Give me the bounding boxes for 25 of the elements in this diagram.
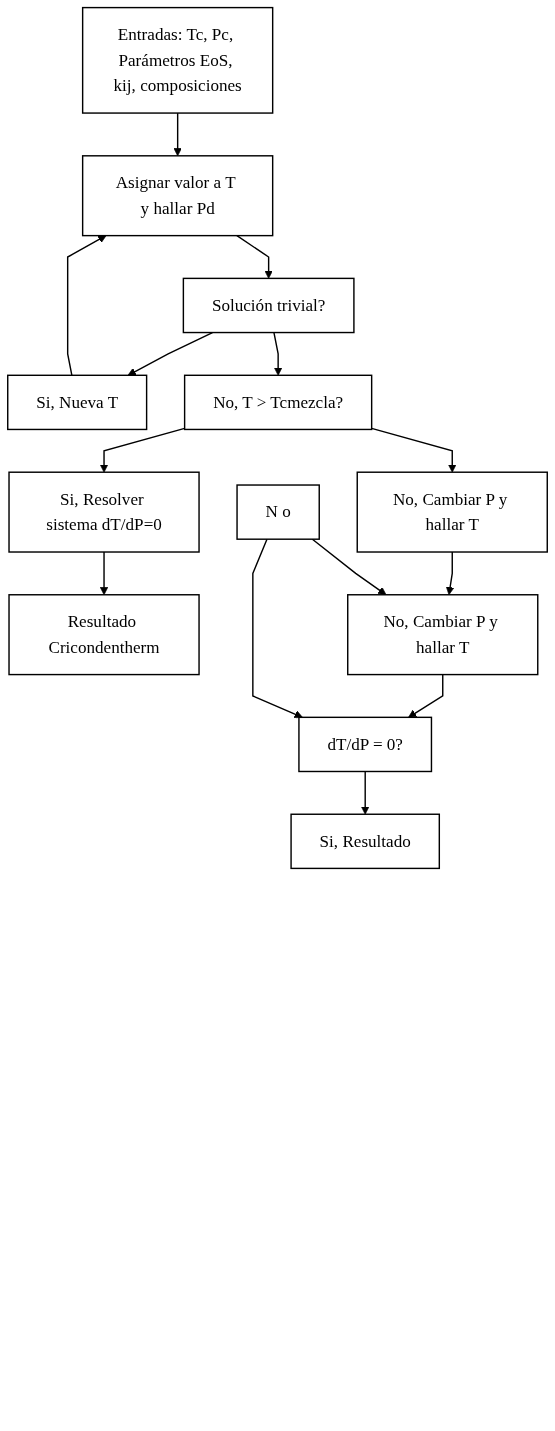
node-box: Solución trivial? [182, 277, 355, 334]
node-box: Si, Resolver sistema dT/dP=0 [8, 471, 200, 553]
arrow [236, 234, 273, 279]
arrow [273, 331, 283, 376]
node-box: Resultado Cricondentherm [8, 594, 200, 676]
arrow [370, 427, 457, 473]
arrow [361, 770, 370, 815]
node-box: No, Cambiar P y hallar T [356, 471, 548, 553]
node-box: No, Cambiar P y hallar T [347, 594, 539, 676]
arrow [408, 673, 444, 718]
arrow [99, 551, 109, 596]
node-box: Si, Resultado [290, 813, 441, 870]
node-box: N o [236, 484, 320, 540]
arrow [311, 538, 387, 596]
node-box: No, T > Tcmezcla? [183, 374, 373, 431]
arrow [173, 112, 182, 157]
node-box: Entradas: Tc, Pc, Parámetros EoS, kij, composiciones [81, 6, 274, 114]
arrow [445, 551, 455, 596]
node-box: dT/dP = 0? [298, 716, 433, 773]
arrow [252, 538, 303, 719]
arrow [99, 427, 186, 473]
node-box: Asignar valor a T y hallar Pd [81, 155, 274, 237]
arrow [66, 235, 107, 376]
node-box: Si, Nueva T [7, 374, 148, 431]
arrow [127, 331, 214, 376]
